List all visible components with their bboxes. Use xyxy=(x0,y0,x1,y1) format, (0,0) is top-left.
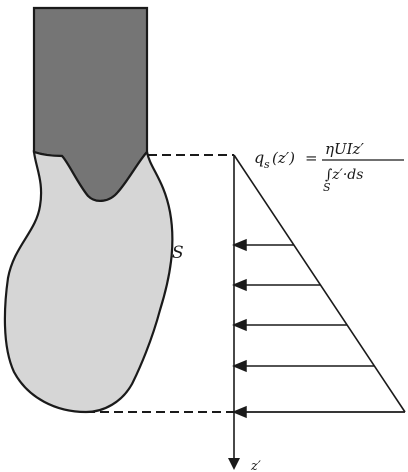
z-axis-arrowhead xyxy=(228,458,240,470)
load-arrow-4-head xyxy=(232,359,247,373)
formula-equals: = xyxy=(305,149,318,167)
distribution-arrows xyxy=(232,238,405,419)
formula-lhs-subscript: s xyxy=(264,158,270,171)
lower-section-s xyxy=(3,149,174,414)
formula-numerator: ηUIz′ xyxy=(325,140,364,158)
shear-flow-formula: q s (z′) = ηUIz′ ∫z′·ds S xyxy=(254,140,404,194)
formula-lhs: q xyxy=(254,148,264,167)
load-arrow-1-head xyxy=(232,238,247,252)
region-label: S xyxy=(172,243,184,263)
formula-lhs-argument: (z′) xyxy=(272,149,295,167)
load-arrow-5-head xyxy=(232,405,247,419)
load-arrow-3-head xyxy=(232,318,247,332)
integral-subscript: S xyxy=(323,181,331,194)
load-arrow-2-head xyxy=(232,278,247,292)
formula-denominator: ∫z′·ds xyxy=(325,167,363,183)
z-axis-label: z′ xyxy=(250,459,261,472)
distribution-hypotenuse xyxy=(233,154,406,413)
